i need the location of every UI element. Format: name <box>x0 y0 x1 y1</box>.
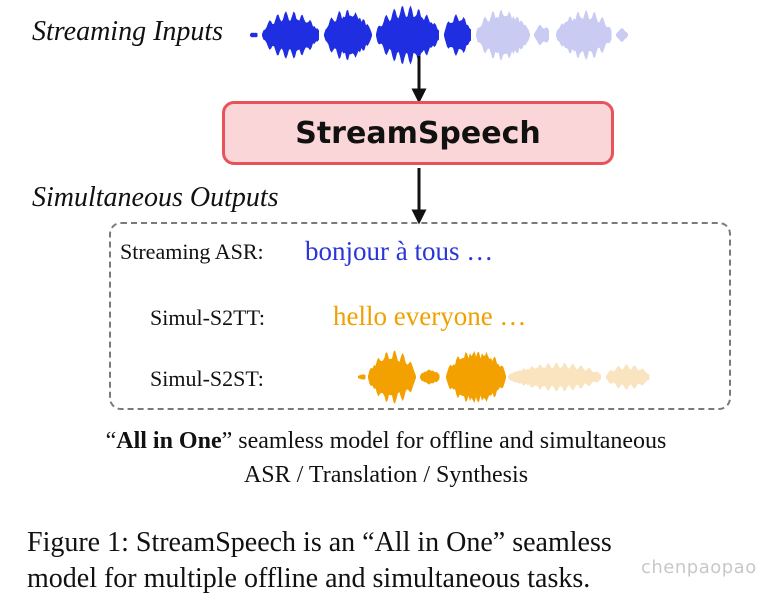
input-waveform <box>250 5 628 65</box>
output-waveform-light-segment <box>508 362 601 392</box>
output-waveform <box>358 350 650 404</box>
watermark: chenpaopao <box>641 557 757 578</box>
asr-output-text: bonjour à tous … <box>305 236 494 266</box>
outputs-box <box>109 222 731 410</box>
simul-s2st-label: Simul-S2ST: <box>150 366 264 391</box>
output-waveform-dark-segment <box>368 350 416 404</box>
caption-open-quote: “ <box>105 428 117 454</box>
input-waveform-light-segment <box>556 9 612 61</box>
streamspeech-model-box: StreamSpeech <box>222 101 614 165</box>
streaming-asr-label: Streaming ASR: <box>120 239 264 264</box>
output-waveform-dark-segment <box>446 351 506 403</box>
simul-s2tt-label: Simul-S2TT: <box>150 305 266 330</box>
input-waveform-light-segment <box>616 28 628 42</box>
input-waveform-dark-segment <box>262 11 319 59</box>
figure-caption-line2: model for multiple offline and simultane… <box>27 563 591 594</box>
input-waveform-light-segment <box>534 24 549 46</box>
output-waveform-light-segment <box>606 364 650 390</box>
input-waveform-dark-segment <box>250 32 258 38</box>
output-waveform-dark-segment <box>358 374 366 380</box>
diagram-caption-line1: “All in One” seamless model for offline … <box>0 428 772 455</box>
input-waveform-light-segment <box>476 9 530 61</box>
output-waveform-dark-segment <box>420 369 440 385</box>
streaming-inputs-label: Streaming Inputs <box>32 16 224 47</box>
caption-bold: All in One <box>116 428 222 454</box>
input-waveform-dark-segment <box>376 5 439 65</box>
input-waveform-dark-segment <box>444 14 471 56</box>
diagram-caption-line2: ASR / Translation / Synthesis <box>243 462 529 488</box>
model-name: StreamSpeech <box>295 115 541 151</box>
input-waveform-dark-segment <box>324 9 372 61</box>
s2tt-output-text: hello everyone … <box>333 301 527 331</box>
caption-rest: ” seamless model for offline and simulta… <box>221 428 667 454</box>
simultaneous-outputs-label: Simultaneous Outputs <box>32 182 279 213</box>
figure-caption-line1: Figure 1: StreamSpeech is an “All in One… <box>27 527 612 558</box>
